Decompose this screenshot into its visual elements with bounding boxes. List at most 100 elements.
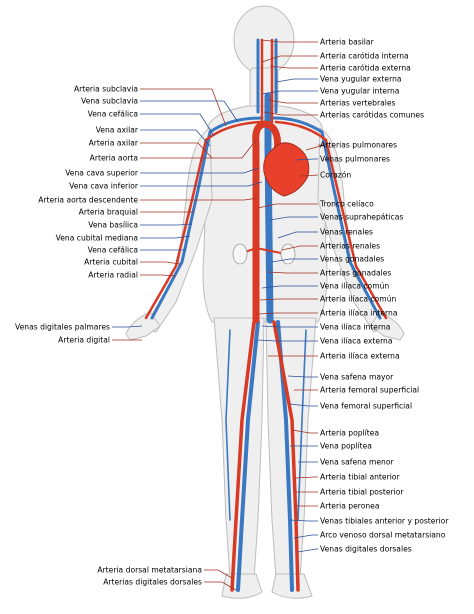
leader-line xyxy=(204,581,237,591)
label-arteria-cubital: Arteria cubital xyxy=(84,258,138,267)
leader-line xyxy=(261,90,318,95)
label-venas-digitales-palmares: Venas digitales palmares xyxy=(15,323,110,332)
leader-line xyxy=(269,65,318,69)
leg-artery-left xyxy=(272,320,300,592)
subclavian-artery-left xyxy=(274,120,388,320)
label-venas-gonadales: Venas gonadales xyxy=(320,255,384,264)
kidney-right xyxy=(232,243,248,265)
label-arteria-basilar: Arteria basilar xyxy=(320,38,375,47)
leader-line xyxy=(140,142,213,159)
label-vena-cava-superior: Vena cava superior xyxy=(65,169,139,178)
leader-line xyxy=(263,111,318,116)
leader-line xyxy=(281,245,318,251)
leg-artery-right xyxy=(230,320,256,592)
label-arteria-digital: Arteria digital xyxy=(58,336,110,345)
aortic-arch xyxy=(252,120,282,324)
leader-line xyxy=(140,113,215,137)
label-vena-yugular-interna: Vena yugular interna xyxy=(320,87,399,96)
label-vena-iliaca-comun: Vena ilíaca común xyxy=(320,282,389,291)
leader-line xyxy=(257,203,318,209)
label-arteria-tibial-posterior: Arteria tibial posterior xyxy=(320,488,404,497)
right-foot xyxy=(221,573,263,599)
label-arteria-peronea: Arteria peronea xyxy=(320,502,380,511)
label-vena-cefalica: Vena cefálica xyxy=(88,246,138,255)
saphenous-right xyxy=(225,329,231,521)
leader-line xyxy=(112,325,143,328)
vena-cava xyxy=(264,92,274,324)
leg-vein-right xyxy=(236,320,260,592)
label-arteria-dorsal-metatarsiana: Arteria dorsal metatarsiana xyxy=(97,566,202,575)
leader-line xyxy=(204,569,233,579)
label-venas-pulmonares: Venas pulmonares xyxy=(320,155,390,164)
label-arteria-poplitea: Arteria poplítea xyxy=(320,429,379,438)
leader-line xyxy=(140,100,239,123)
label-vena-iliaca-externa: Vena ilíaca externa xyxy=(320,337,393,346)
leader-line xyxy=(261,55,318,63)
leader-line xyxy=(140,181,263,187)
leader-line xyxy=(140,235,191,239)
label-arteria-braquial: Arteria braquial xyxy=(79,208,138,217)
leader-line xyxy=(259,298,318,301)
kidney-left xyxy=(280,243,296,265)
carotid-arteries xyxy=(260,38,274,124)
label-venas-renales: Venas renales xyxy=(320,228,373,237)
leader-line xyxy=(140,139,257,159)
label-arteria-aorta: Arteria aorta xyxy=(90,154,138,163)
label-arterias-pulmonares: Arterias pulmonares xyxy=(320,141,397,150)
leader-line xyxy=(140,223,193,226)
label-vena-cava-inferior: Vena cava inferior xyxy=(69,182,139,191)
leader-line xyxy=(257,339,318,342)
leader-line xyxy=(140,197,259,201)
label-tronco-celiaco: Tronco celíaco xyxy=(319,200,374,209)
leader-line xyxy=(289,403,318,407)
leader-line xyxy=(140,167,259,174)
label-arterias-vertebrales: Arterias vertebrales xyxy=(320,99,396,108)
label-arterias-carotidas-comunes: Arterias carótidas comunes xyxy=(320,111,424,120)
label-vena-cefalica: Vena cefálica xyxy=(88,110,138,119)
label-vena-subclavia: Vena subclavia xyxy=(81,97,138,106)
label-arteria-carotida-interna: Arteria carótida interna xyxy=(320,52,409,61)
label-arteria-iliaca-comun: Arteria ilíaca común xyxy=(320,295,397,304)
label-arteria-subclavia: Arteria subclavia xyxy=(74,85,138,94)
label-venas-tibiales-anterior-y-posterior: Venas tibiales anterior y posterior xyxy=(320,517,449,526)
leader-line xyxy=(305,144,325,151)
leader-line xyxy=(261,39,318,43)
leader-line xyxy=(277,231,318,239)
label-arteria-radial: Arteria radial xyxy=(88,271,138,280)
leader-line xyxy=(140,88,227,127)
subclavian-artery-right xyxy=(144,120,262,320)
heart xyxy=(263,142,310,197)
leader-line xyxy=(295,476,318,479)
leader-line xyxy=(257,312,318,315)
label-arteria-iliaca-externa: Arteria ilíaca externa xyxy=(320,352,400,361)
label-arteria-carotida-externa: Arteria carótida externa xyxy=(320,64,411,73)
label-vena-poplitea: Vena poplítea xyxy=(320,442,372,451)
label-arterias-gonadales: Arterias gonadales xyxy=(320,269,391,278)
label-venas-digitales-dorsales: Venas digitales dorsales xyxy=(320,545,412,554)
leader-line xyxy=(261,325,318,328)
leader-line xyxy=(140,274,177,277)
label-arteria-iliaca-interna: Arteria ilíaca interna xyxy=(320,309,398,318)
label-vena-basilica: Vena basílica xyxy=(88,221,138,230)
leader-line xyxy=(289,519,318,522)
leader-line xyxy=(291,429,318,434)
leader-line xyxy=(271,258,318,263)
leader-line xyxy=(267,271,318,274)
jugular-veins xyxy=(256,38,278,114)
label-vena-safena-menor: Vena safena menor xyxy=(320,458,395,467)
leader-line xyxy=(293,534,318,539)
label-vena-safena-mayor: Vena safena mayor xyxy=(320,373,394,382)
leader-line xyxy=(297,548,318,553)
leader-line xyxy=(299,174,319,177)
leader-line xyxy=(295,158,318,161)
label-arteria-axilar: Arteria axilar xyxy=(89,139,139,148)
subclavian-left xyxy=(272,116,382,320)
leader-line xyxy=(287,375,318,378)
leader-line xyxy=(140,129,211,147)
arteries xyxy=(144,38,388,592)
label-arteria-femoral-superficial: Arteria femoral superficial xyxy=(320,386,419,395)
label-vena-iliaca-interna: Vena ilíaca interna xyxy=(320,323,390,332)
subclavian-right xyxy=(150,116,264,320)
